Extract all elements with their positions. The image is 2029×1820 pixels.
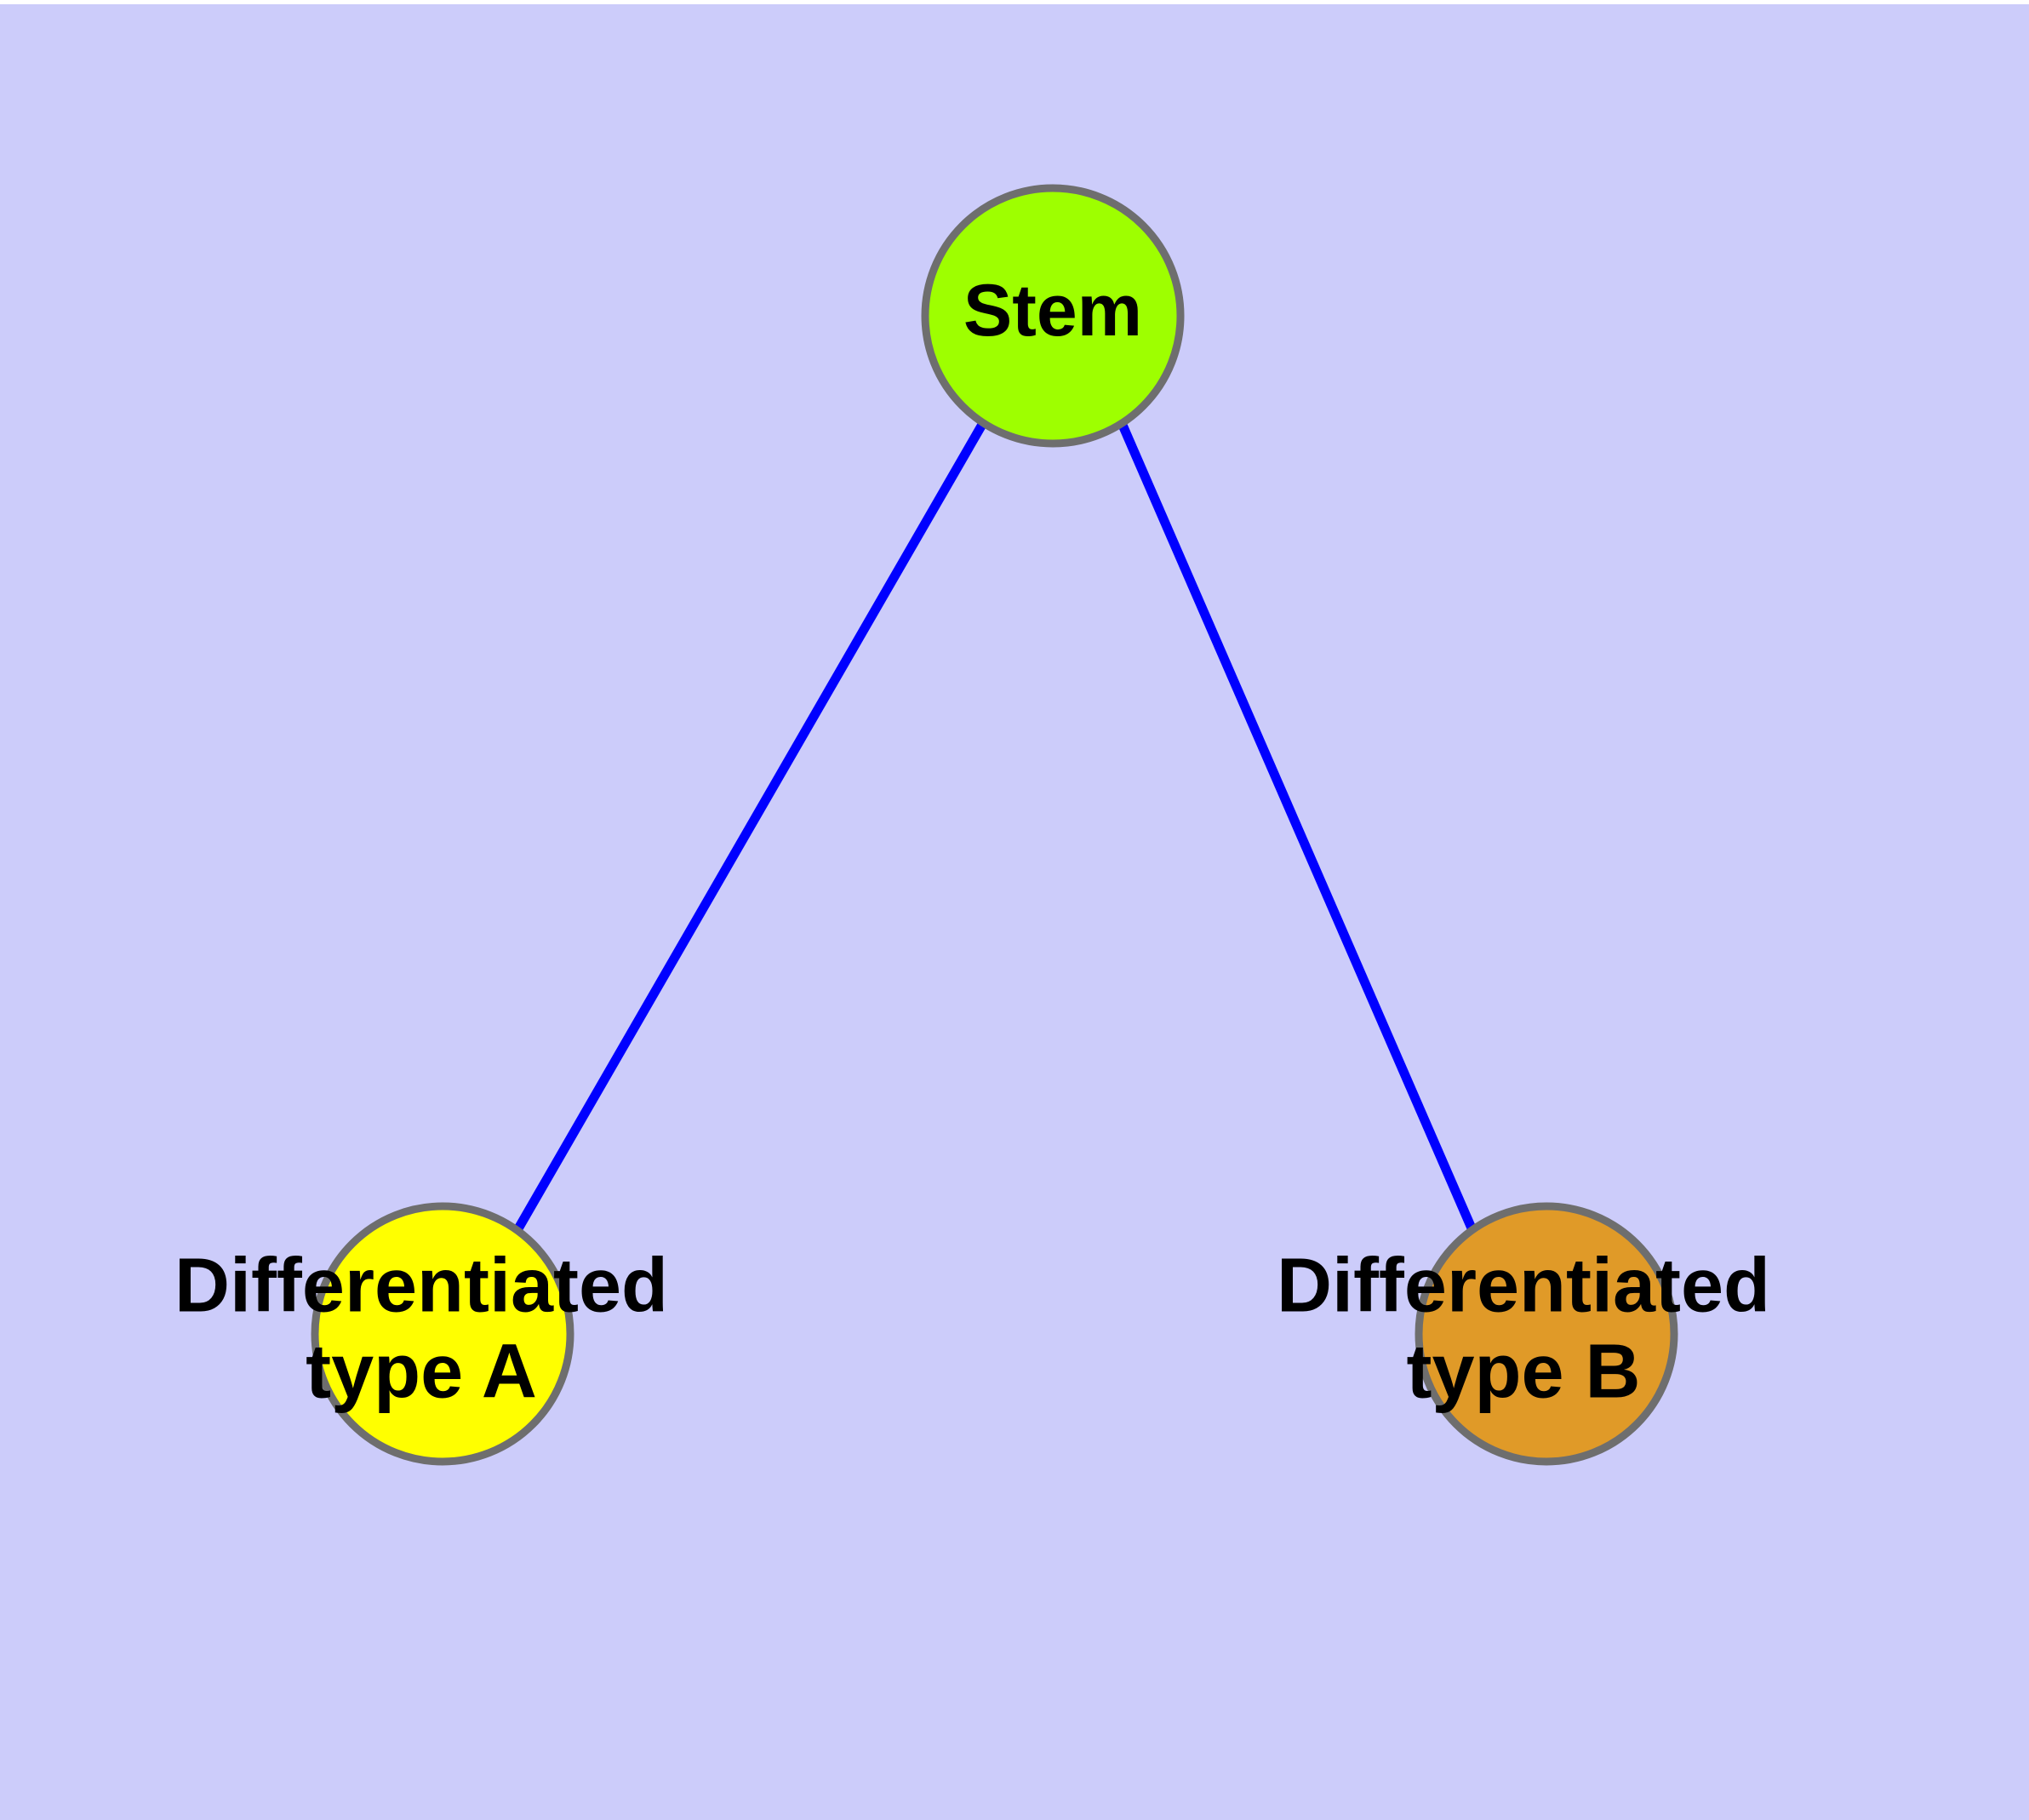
edge-stem-to-type-b	[1117, 421, 1477, 1233]
node-differentiated-type-a[interactable]	[311, 1202, 574, 1466]
edge-layer	[513, 421, 1477, 1233]
edge-stem-to-type-a	[513, 421, 987, 1233]
node-differentiated-type-b[interactable]	[1415, 1202, 1678, 1466]
node-differentiated-type-a-circle[interactable]	[311, 1202, 574, 1466]
node-layer	[311, 184, 1678, 1466]
node-stem-circle[interactable]	[921, 184, 1185, 448]
node-stem[interactable]	[921, 184, 1185, 448]
node-differentiated-type-b-circle[interactable]	[1415, 1202, 1678, 1466]
node-stem-label: Stem	[963, 270, 1142, 352]
